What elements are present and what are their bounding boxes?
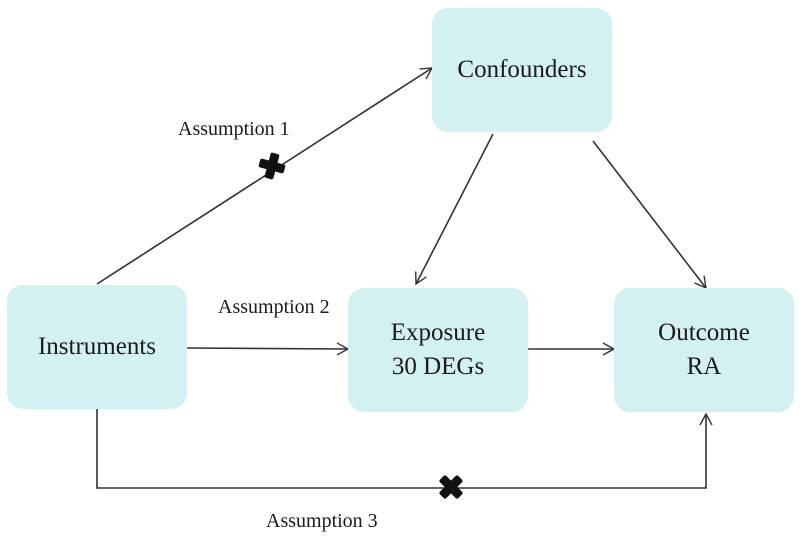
node-instruments-label: Instruments [37, 333, 157, 361]
node-outcome-subtitle: RA [686, 353, 722, 380]
node-outcome-title: Outcome [658, 319, 750, 347]
edge-confounders-to-exposure [414, 133, 494, 286]
assumption-3-label: Assumption 3 [266, 510, 378, 532]
node-exposure-subtitle: 30 DEGs [391, 353, 485, 380]
cross-icon [439, 475, 463, 499]
edge-confounders-to-outcome [592, 140, 707, 290]
cross-icon [258, 152, 286, 180]
node-instruments: Instruments [7, 285, 187, 409]
assumption-2-label: Assumption 2 [218, 296, 330, 318]
node-exposure-title: Exposure [390, 319, 486, 347]
edge-instruments-to-exposure [186, 342, 350, 356]
edge-instruments-to-confounders [96, 67, 434, 285]
node-outcome: Outcome RA [614, 288, 794, 412]
node-confounders: Confounders [432, 8, 612, 132]
edge-instruments-to-outcome [96, 409, 713, 489]
node-exposure: Exposure 30 DEGs [348, 288, 528, 412]
assumption-1-label: Assumption 1 [178, 118, 290, 140]
node-confounders-label: Confounders [457, 56, 587, 84]
